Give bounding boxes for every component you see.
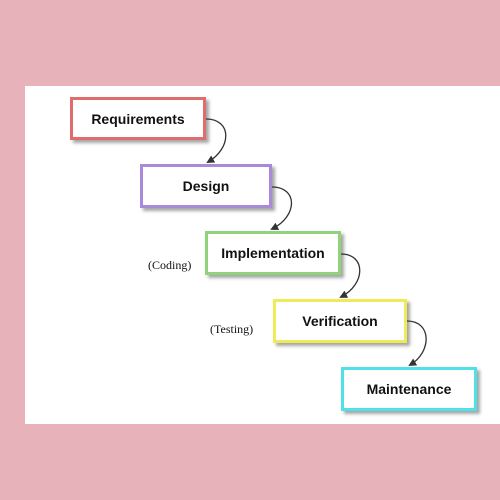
stage-requirements-label: Requirements bbox=[91, 110, 185, 127]
stage-implementation: Implementation bbox=[205, 231, 341, 275]
stage-design: Design bbox=[140, 164, 272, 208]
stage-verification-label: Verification bbox=[302, 313, 378, 329]
stage-implementation-label: Implementation bbox=[221, 245, 325, 261]
stage-design-label: Design bbox=[182, 178, 230, 194]
note-coding: (Coding) bbox=[148, 258, 192, 272]
stage-maintenance-label: Maintenance bbox=[366, 381, 452, 397]
stage-verification: Verification bbox=[273, 299, 407, 343]
stage-requirements: Requirements bbox=[70, 97, 206, 140]
stage-maintenance: Maintenance bbox=[341, 367, 477, 411]
note-testing: (Testing) bbox=[210, 322, 254, 336]
